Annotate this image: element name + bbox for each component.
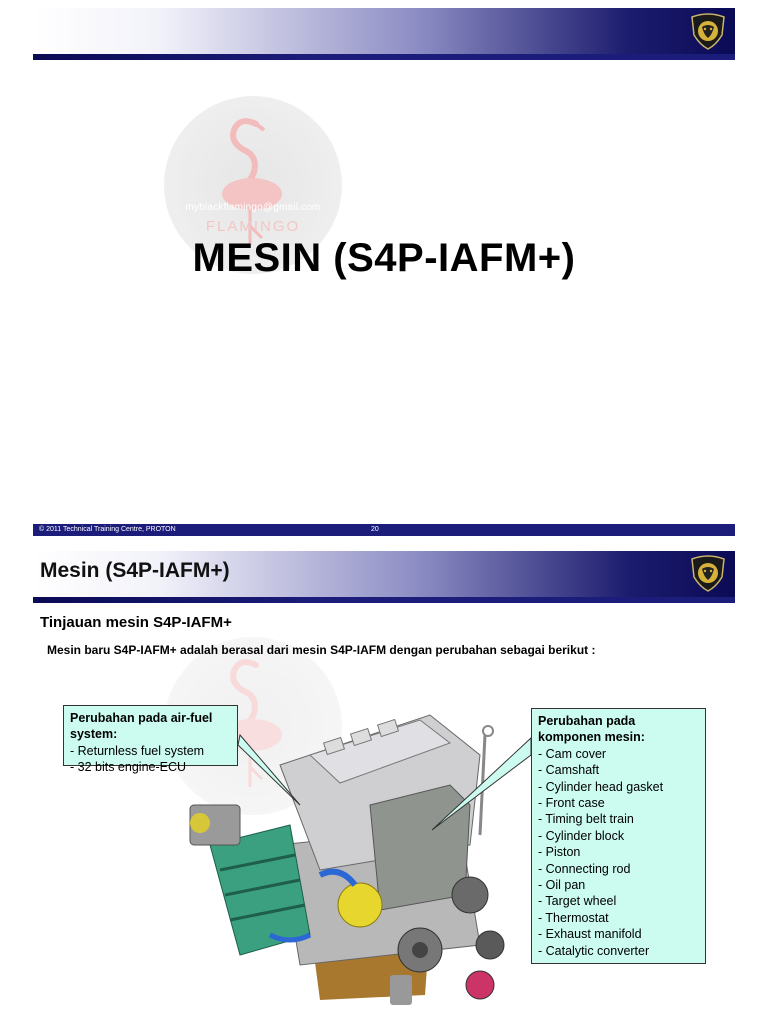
slide-title: Mesin (S4P-IAFM+) [40,559,230,582]
slide-1: myblackflamingo@gmail.com FLAMINGO MESIN… [33,8,735,536]
intro-text: Mesin baru S4P-IAFM+ adalah berasal dari… [47,643,596,657]
slide-title: MESIN (S4P-IAFM+) [192,236,576,280]
air-fuel-callout: Perubahan pada air-fuel system: - Return… [63,705,238,774]
list-item: - Cam cover [538,746,607,761]
section-subtitle: Tinjauan mesin S4P-IAFM+ [40,614,232,631]
engine-components-callout: Perubahan pada komponen mesin: - Cam cov… [531,708,706,964]
watermark-brand: FLAMINGO [205,218,301,235]
list-item: - Timing belt train [538,812,634,827]
footer-copyright: © 2011 Technical Training Centre, PROTON [39,526,176,533]
flamingo-icon [222,118,282,246]
header-bar [33,8,735,54]
list-item: - Camshaft [538,763,600,778]
list-item: - Cylinder head gasket [538,779,664,794]
list-item: - Oil pan [538,878,586,893]
list-item: - Piston [538,845,581,860]
list-item: - Target wheel [538,894,617,909]
list-item: - Catalytic converter [538,943,650,958]
callout-title: Perubahan pada komponen mesin: [538,714,645,745]
list-item: - Cylinder block [538,828,625,843]
proton-tiger-icon [691,13,725,50]
footer-bar: © 2011 Technical Training Centre, PROTON… [33,524,735,536]
watermark: myblackflamingo@gmail.com FLAMINGO [164,96,342,274]
slide-2: Mesin (S4P-IAFM+) Tinjauan mesin S4P-IAF… [0,545,768,1024]
engine-illustration [189,714,505,1005]
list-item: - 32 bits engine-ECU [70,760,187,775]
list-item: - Exhaust manifold [538,927,642,942]
header-underline [33,54,735,60]
list-item: - Connecting rod [538,861,631,876]
list-item: - Returnless fuel system [70,743,205,758]
watermark-email: myblackflamingo@gmail.com [185,202,321,213]
header-bar [33,551,735,597]
header-underline [33,597,735,603]
callout-title: Perubahan pada air-fuel system: [70,711,213,742]
proton-tiger-icon [691,555,725,592]
list-item: - Front case [538,796,605,811]
list-item: - Thermostat [538,910,609,925]
page-number: 20 [371,526,379,533]
